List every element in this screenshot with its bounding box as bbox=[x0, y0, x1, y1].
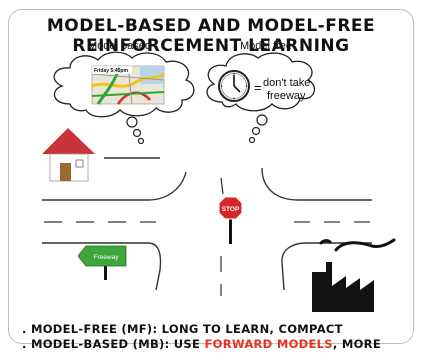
bullet-model-based: . MODEL-BASED (MB): USE FORWARD MODELS, … bbox=[22, 337, 381, 351]
traffic-map-image bbox=[91, 65, 165, 105]
forward-models-highlight: FORWARD MODELS bbox=[204, 337, 333, 351]
freeway-text: freeway bbox=[267, 90, 306, 102]
equals-sign: = bbox=[254, 80, 262, 95]
clock-icon bbox=[218, 70, 250, 102]
bullet-model-free: . MODEL-FREE (MF): LONG TO LEARN, COMPAC… bbox=[22, 322, 343, 336]
road-lines bbox=[42, 157, 372, 291]
stop-sign-label: STOP bbox=[222, 206, 240, 213]
bullet-text-2a: MODEL-BASED (MB): USE bbox=[30, 337, 205, 351]
map-time-label: Friday 5:45pm bbox=[94, 68, 128, 74]
model-based-label: Model based bbox=[88, 40, 151, 52]
bullet-dot: . bbox=[22, 337, 31, 351]
bullet-dot: . bbox=[22, 322, 31, 336]
bullet-text-1: MODEL-FREE (MF): LONG TO LEARN, COMPACT bbox=[30, 322, 343, 336]
freeway-sign-label: Freeway bbox=[94, 254, 120, 261]
house-icon bbox=[42, 128, 95, 182]
title-line-1: MODEL-BASED AND MODEL-FREE bbox=[46, 16, 376, 36]
freeway-sign bbox=[77, 245, 127, 280]
dont-take-text: don't take bbox=[263, 77, 310, 89]
slide-title: MODEL-BASED AND MODEL-FREE REINFORCEMENT… bbox=[9, 16, 413, 56]
model-free-label: Model free bbox=[240, 40, 292, 52]
factory-icon bbox=[312, 238, 396, 312]
title-line-2: REINFORCEMENT LEARNING bbox=[72, 36, 350, 56]
stop-sign bbox=[218, 196, 243, 244]
lane-dashes bbox=[44, 177, 370, 296]
bullet-text-2b: , MORE bbox=[332, 337, 381, 351]
